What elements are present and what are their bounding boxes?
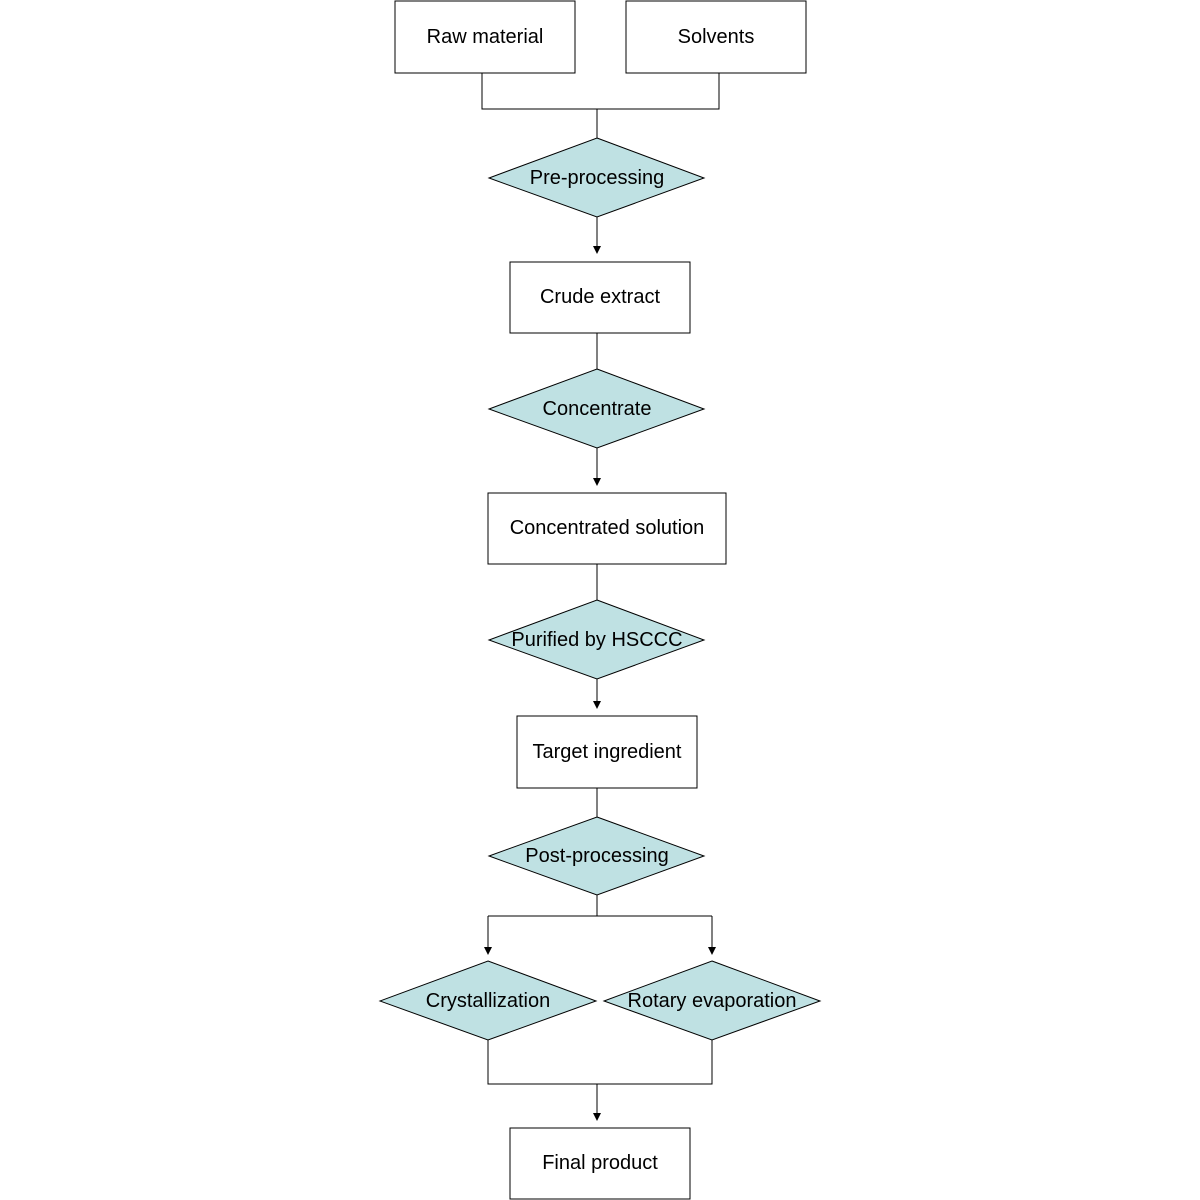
node-concentrated-solution-label: Concentrated solution bbox=[510, 517, 705, 539]
node-solvents-label: Solvents bbox=[678, 26, 755, 48]
node-crystallization: Crystallization bbox=[378, 960, 598, 1041]
connector-raw-material-to-merge bbox=[481, 73, 597, 110]
connectors bbox=[481, 73, 720, 1121]
node-final-product: Final product bbox=[509, 1127, 691, 1200]
connector-rotary-evaporation-to-merge bbox=[597, 1040, 713, 1085]
node-crude-extract: Crude extract bbox=[509, 261, 691, 334]
node-raw-material: Raw material bbox=[394, 0, 576, 74]
node-target-ingredient: Target ingredient bbox=[516, 715, 698, 789]
node-crystallization-label: Crystallization bbox=[426, 990, 550, 1012]
node-concentrated-solution: Concentrated solution bbox=[487, 492, 727, 565]
node-purified-by-hsccc: Purified by HSCCC bbox=[487, 599, 706, 680]
node-target-ingredient-label: Target ingredient bbox=[533, 741, 682, 763]
connector-solvents-to-merge bbox=[597, 73, 720, 110]
node-pre-processing: Pre-processing bbox=[487, 137, 706, 218]
node-concentrate-label: Concentrate bbox=[543, 398, 652, 420]
node-rotary-evaporation: Rotary evaporation bbox=[602, 960, 822, 1041]
node-post-processing: Post-processing bbox=[487, 816, 706, 896]
node-raw-material-label: Raw material bbox=[427, 26, 544, 48]
node-crude-extract-label: Crude extract bbox=[540, 286, 660, 308]
node-post-processing-label: Post-processing bbox=[525, 845, 668, 867]
node-purified-by-hsccc-label: Purified by HSCCC bbox=[511, 629, 682, 651]
connector-crystallization-to-merge bbox=[487, 1040, 597, 1085]
node-pre-processing-label: Pre-processing bbox=[530, 167, 665, 189]
node-solvents: Solvents bbox=[625, 0, 807, 74]
node-final-product-label: Final product bbox=[542, 1152, 658, 1174]
node-concentrate: Concentrate bbox=[487, 368, 706, 449]
node-rotary-evaporation-label: Rotary evaporation bbox=[628, 990, 797, 1012]
